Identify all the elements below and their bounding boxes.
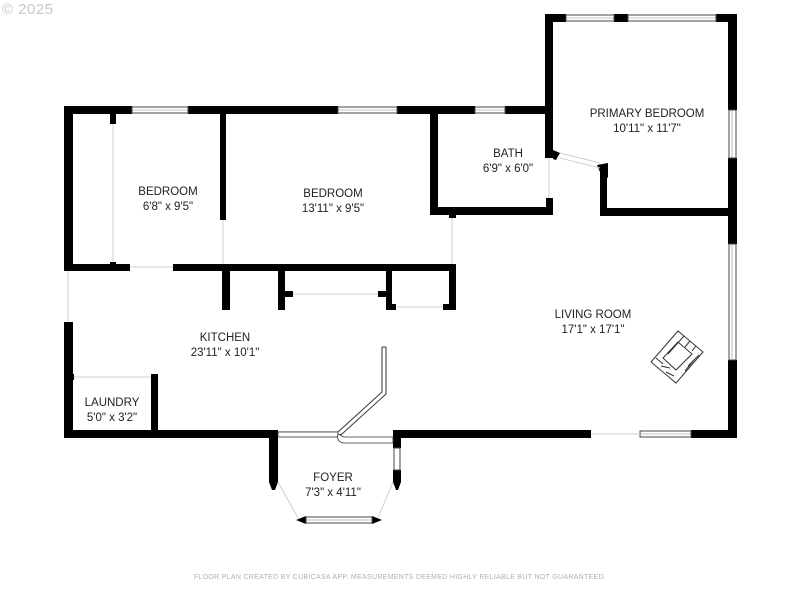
room-dimensions: 7'3" x 4'11": [305, 487, 361, 499]
room-name: LIVING ROOM: [554, 309, 632, 321]
walls: [64, 14, 737, 524]
room-foyer: FOYER 7'3" x 4'11": [305, 471, 361, 501]
room-name: FOYER: [313, 472, 353, 484]
copyright-watermark: © 2025: [2, 1, 54, 18]
room-primary-bedroom: PRIMARY BEDROOM 10'11" x 11'7": [590, 107, 705, 137]
room-living-room: LIVING ROOM 17'1" x 17'1": [555, 308, 632, 338]
room-dimensions: 13'11" x 9'5": [301, 203, 365, 215]
room-dimensions: 6'8" x 9'5": [142, 201, 194, 213]
room-bedroom-small: BEDROOM 6'8" x 9'5": [138, 185, 197, 215]
room-dimensions: 5'0" x 3'2": [86, 412, 138, 424]
room-name: BEDROOM: [138, 186, 198, 198]
room-dimensions: 6'9" x 6'0": [482, 163, 534, 175]
kitchen-counter: [277, 346, 394, 444]
room-name: KITCHEN: [199, 332, 251, 344]
room-name: BEDROOM: [303, 188, 363, 200]
window-lines: [132, 17, 733, 521]
room-kitchen: KITCHEN 23'11" x 10'1": [191, 331, 260, 361]
room-name: LAUNDRY: [84, 397, 140, 409]
room-dimensions: 23'11" x 10'1": [190, 347, 260, 359]
room-bath: BATH 6'9" x 6'0": [483, 147, 533, 177]
room-name: PRIMARY BEDROOM: [589, 108, 705, 120]
disclaimer-footer: FLOOR PLAN CREATED BY CUBICASA APP. MEAS…: [193, 574, 607, 581]
fireplace-icon: [650, 330, 704, 384]
room-name: BATH: [493, 148, 523, 160]
room-laundry: LAUNDRY 5'0" x 3'2": [85, 396, 140, 426]
openings: [67, 124, 640, 519]
room-dimensions: 17'1" x 17'1": [561, 324, 625, 336]
room-dimensions: 10'11" x 11'7": [613, 123, 681, 135]
room-bedroom-large: BEDROOM 13'11" x 9'5": [302, 187, 364, 217]
